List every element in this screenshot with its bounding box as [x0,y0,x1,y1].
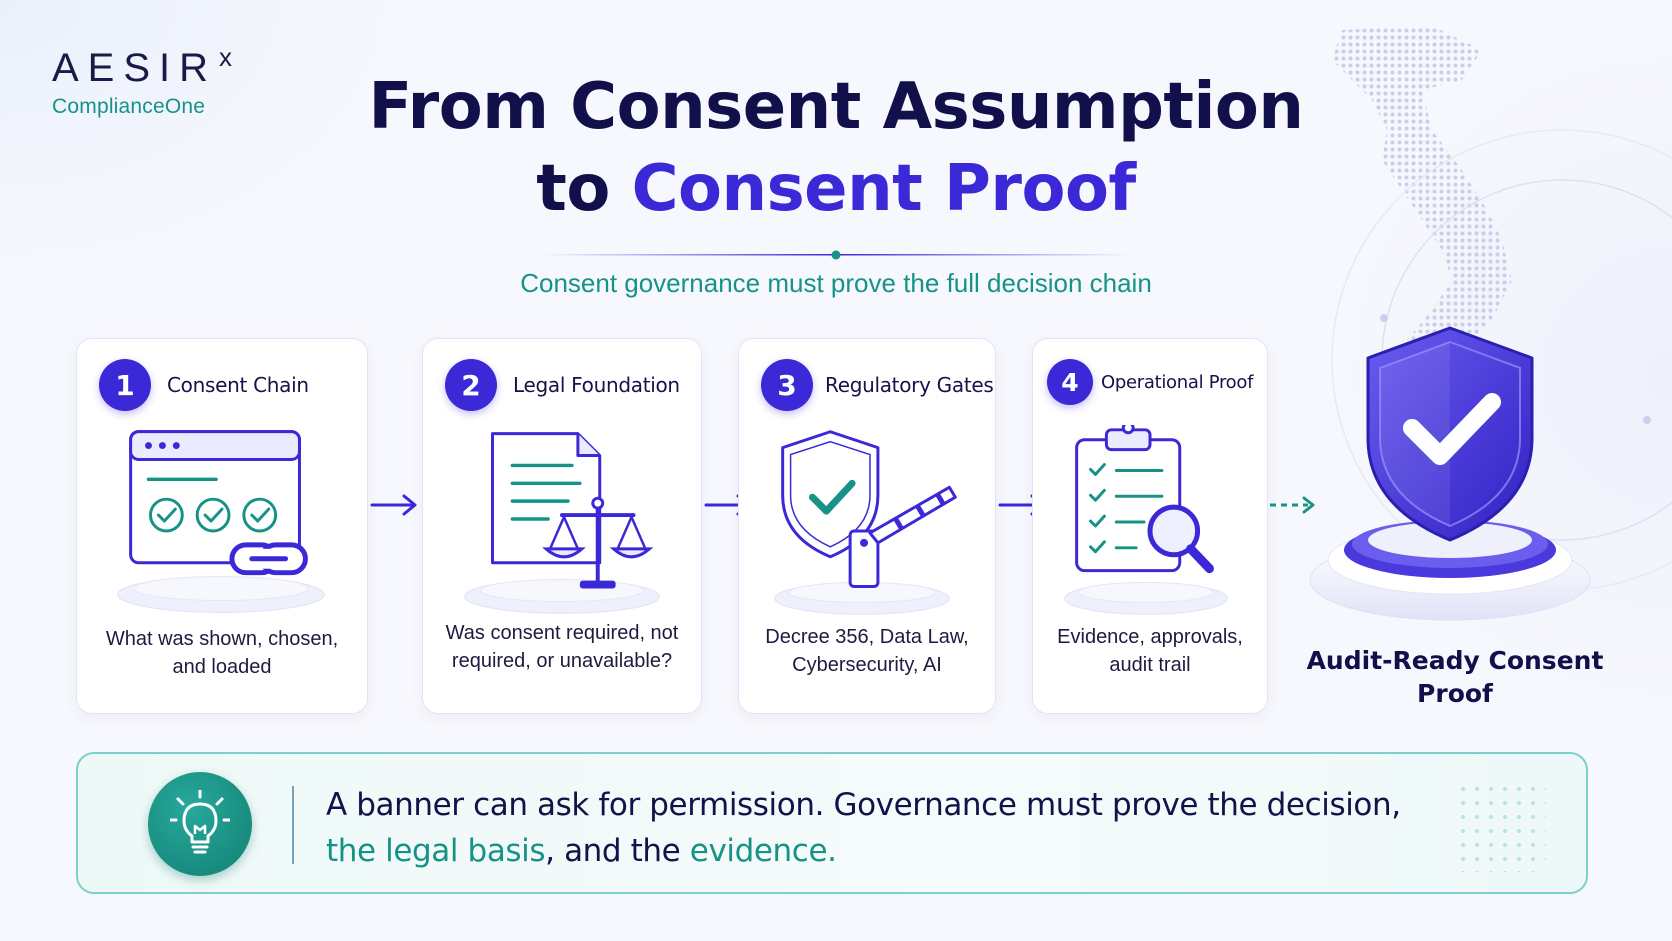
clipboard-magnifier-icon [1064,425,1228,615]
page-subtitle: Consent governance must prove the full d… [520,268,1152,298]
browser-checks-link-icon [117,430,325,613]
step-card-regulatory-gates: 3 Regulatory Gates Decree 356, Data Law,… [738,338,996,714]
step-title: Regulatory Gates [825,373,994,397]
dot-grid-decoration [1456,782,1546,872]
step-card-header: 2 Legal Foundation [445,359,680,411]
step-card-header: 1 Consent Chain [99,359,309,411]
step-card-consent-chain: 1 Consent Chain What was shown, chosen, … [76,338,368,714]
step-title: Legal Foundation [513,373,680,397]
step-description: Decree 356, Data Law, Cybersecurity, AI [765,626,969,676]
step-description: Was consent required, not required, or u… [445,622,679,672]
step-card-operational-proof: 4 Operational Proof Evidence, approvals,… [1032,338,1268,714]
document-scales-icon [464,432,660,614]
step-number-badge: 2 [445,359,497,411]
title-divider [540,250,1132,260]
step-title: Consent Chain [167,373,309,397]
step-description: Evidence, approvals, audit trail [1057,626,1243,676]
step-title: Operational Proof [1101,371,1254,393]
arrow-right-icon [370,494,417,516]
shield-barrier-gate-icon [774,430,957,615]
lightbulb-icon [170,790,230,854]
banner-message: A banner can ask for permission. Governa… [326,787,1401,869]
title-line-2: to Consent Proof [536,152,1137,226]
page-title: From Consent Assumption to Consent Proof [0,66,1672,230]
title-line-1: From Consent Assumption [368,70,1304,144]
highlight-legal-basis: the legal basis [326,833,546,869]
brand-product-name: ComplianceOne [52,95,206,118]
step-card-legal-foundation: 2 Legal Foundation Was consent required,… [422,338,702,714]
step-number-badge: 3 [761,359,813,411]
step-card-header: 4 Operational Proof [1047,359,1253,405]
lightbulb-badge [148,772,252,876]
step-number-badge: 4 [1047,359,1093,405]
outcome-label: Audit-Ready Consent Proof [1306,646,1604,708]
key-message-banner: A banner can ask for permission. Governa… [76,752,1588,894]
shield-check-icon [1309,326,1591,621]
title-accent: Consent Proof [631,152,1137,226]
step-description: What was shown, chosen, and loaded [105,628,339,678]
step-card-header: 3 Regulatory Gates [761,359,994,411]
dotted-map-decoration [1332,26,1512,365]
step-number-badge: 1 [99,359,151,411]
banner-divider [292,786,294,864]
dashed-arrow-right-icon [1270,496,1315,514]
brand-mark: x [219,42,233,72]
highlight-evidence: evidence. [689,833,837,869]
